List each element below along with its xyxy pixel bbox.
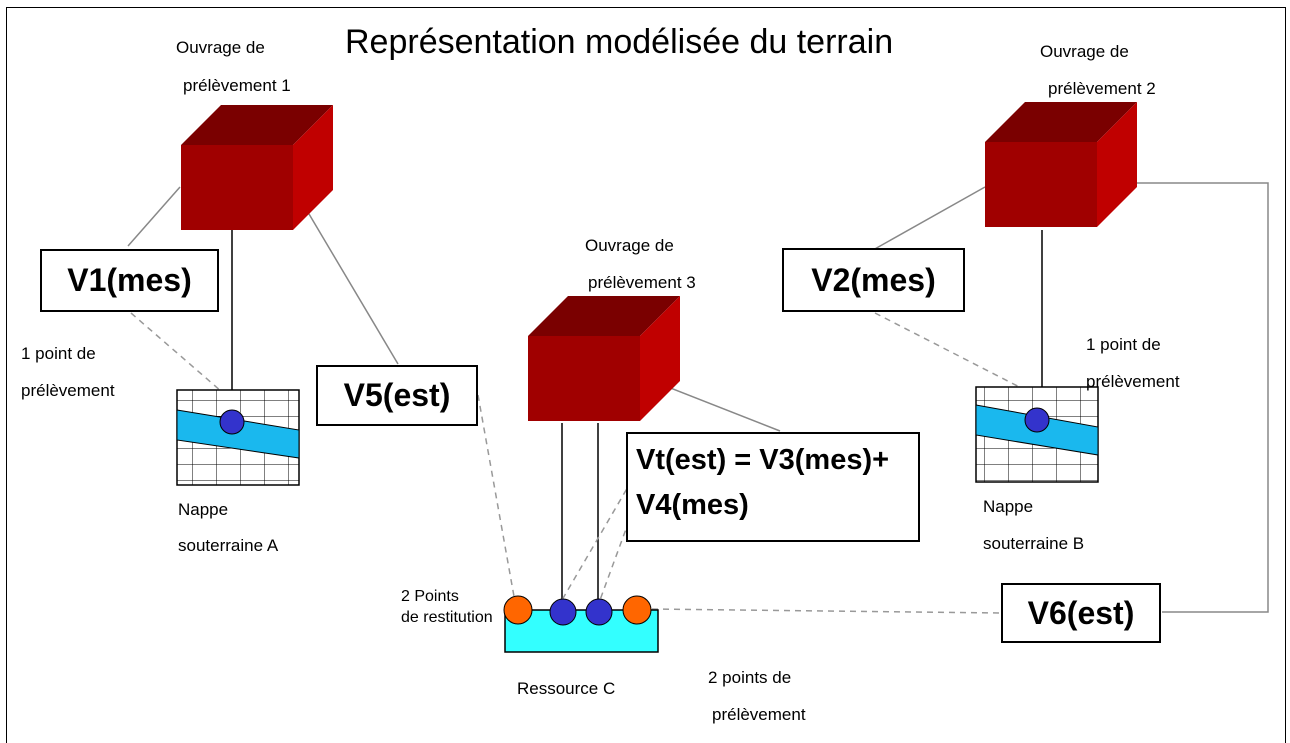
ressource-c [503,595,659,653]
v6-box: V6(est) [1001,583,1161,643]
cube-ouvrage-1 [181,105,333,230]
restitution-label-line2: de restitution [401,609,493,626]
cube-side [293,105,333,230]
point-a-label-line1: 1 point de [21,344,96,363]
point-b-label-line1: 1 point de [1086,335,1161,354]
points-c-label-line1: 2 points de [708,668,792,687]
ressource-label: Ressource C [517,679,616,698]
vt-line1: Vt(est) = V3(mes)+ [636,444,890,476]
ouvrage2-label-line2: prélèvement 2 [1048,79,1156,98]
prelevement-point-2 [585,598,613,626]
restitution-point-1 [503,595,533,625]
restitution-point-2 [622,595,652,625]
cube-top [528,296,680,336]
cube-top [181,105,333,145]
nappe-b-label-line2: souterraine B [983,534,1085,553]
diagram-frame [6,7,1286,743]
nappe-a-grid [176,389,300,486]
nappe-a-label-line2: souterraine A [178,536,279,555]
prelevement-point-1 [549,598,577,626]
v2-box: V2(mes) [782,248,965,312]
vt-box: Vt(est) = V3(mes)+ V4(mes) [626,432,920,542]
ouvrage2-label-line1: Ouvrage de [1040,42,1129,61]
point-b-label-line2: prélèvement [1086,372,1180,391]
page-title: Représentation modélisée du terrain [345,23,894,61]
cube-front [985,142,1097,227]
nappe-b-grid [975,386,1099,483]
point-b [1024,407,1050,433]
cube-front [181,145,293,230]
pipe-lines [231,230,1043,610]
vt-line2: V4(mes) [636,489,749,521]
ouvrage3-label-line1: Ouvrage de [585,236,674,255]
point-a-label-line2: prélèvement [21,381,115,400]
cube-top [985,102,1137,142]
cube-front [528,336,640,421]
v1-box: V1(mes) [40,249,219,312]
nappe-b-label-line1: Nappe [983,497,1034,516]
cube-ouvrage-2 [985,102,1137,227]
ouvrage1-label-line2: prélèvement 1 [183,76,291,95]
cube-side [1097,102,1137,227]
point-a [219,409,245,435]
cube-side [640,296,680,421]
ouvrage3-label-line2: prélèvement 3 [588,273,696,292]
nappe-a-label-line1: Nappe [178,500,229,519]
points-c-label-line2: prélèvement [712,705,806,724]
ouvrage1-label-line1: Ouvrage de [176,38,265,57]
v5-box: V5(est) [316,365,478,426]
water-layer [176,409,300,459]
restitution-label-line1: 2 Points [401,588,459,605]
cube-ouvrage-3 [528,296,680,421]
